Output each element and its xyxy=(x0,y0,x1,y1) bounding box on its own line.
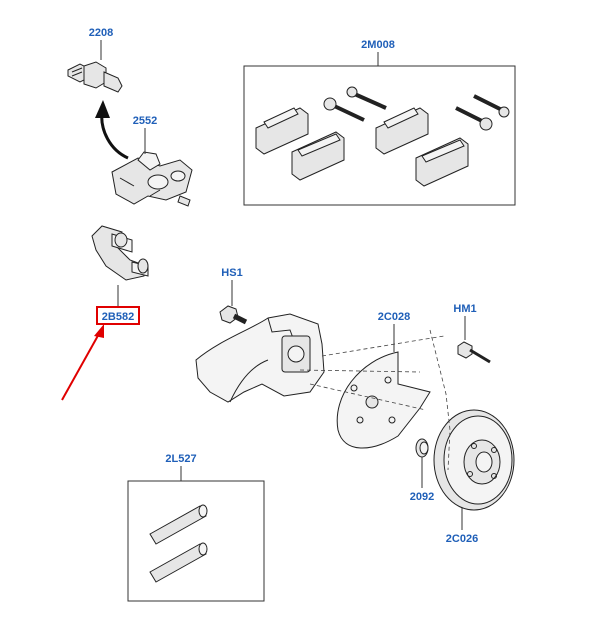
part-label-HM1[interactable]: HM1 xyxy=(453,303,476,315)
part-label-HS1[interactable]: HS1 xyxy=(221,267,242,279)
caliper-carrier-part[interactable] xyxy=(91,225,149,281)
hex-bolt-part[interactable] xyxy=(219,305,248,325)
pad-kit-box xyxy=(243,65,516,206)
splash-shield-part[interactable] xyxy=(336,351,431,449)
part-label-2M008[interactable]: 2M008 xyxy=(361,39,395,51)
brake-pads-part[interactable] xyxy=(255,107,469,187)
shield-bolt-part[interactable] xyxy=(457,341,491,364)
brake-disc-part[interactable] xyxy=(433,409,515,511)
assembly-axis-line xyxy=(429,329,451,471)
part-label-2L527[interactable]: 2L527 xyxy=(165,453,196,465)
part-label-2C026[interactable]: 2C026 xyxy=(446,533,478,545)
seal-part[interactable] xyxy=(415,438,429,458)
part-label-2208[interactable]: 2208 xyxy=(89,27,113,39)
assembly-arrow-icon xyxy=(95,100,129,160)
part-label-highlight-box xyxy=(96,306,140,325)
pad-pins-part[interactable] xyxy=(323,86,510,131)
knuckle-part xyxy=(195,313,325,403)
pin-kit-box xyxy=(127,480,265,602)
bleed-screw-part[interactable] xyxy=(67,61,123,93)
highlight-arrow-icon xyxy=(61,324,104,401)
part-label-2092[interactable]: 2092 xyxy=(410,491,434,503)
part-label-2B582[interactable]: 2B582 xyxy=(102,311,134,323)
caliper-part[interactable] xyxy=(111,151,193,207)
part-label-2C028[interactable]: 2C028 xyxy=(378,311,410,323)
part-label-2552[interactable]: 2552 xyxy=(133,115,157,127)
guide-pins-part[interactable] xyxy=(149,504,208,583)
